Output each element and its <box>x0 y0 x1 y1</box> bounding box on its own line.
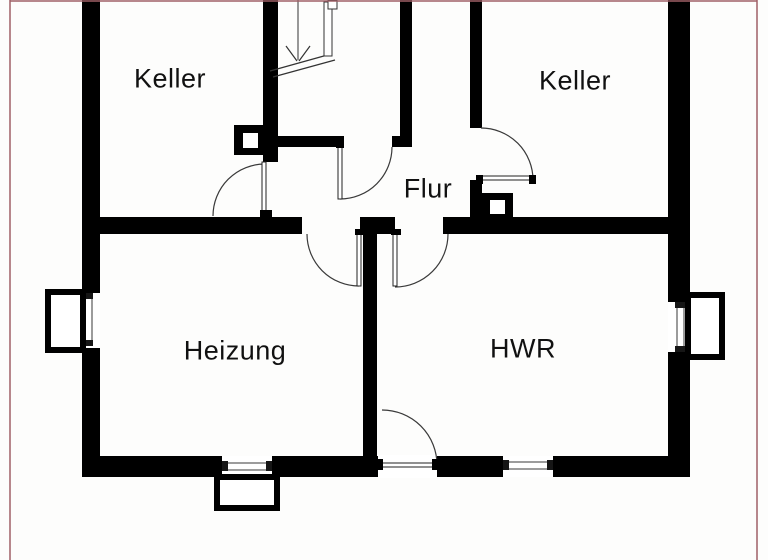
door-leaf <box>480 175 534 181</box>
door-swing-arc <box>306 233 360 287</box>
room-label-flur: Flur <box>403 173 453 204</box>
door-leaf <box>261 161 267 213</box>
page-border-frame <box>9 0 758 560</box>
room-label-hwr: HWR <box>490 333 556 364</box>
door-leaf <box>356 233 362 287</box>
door-swing-arc <box>339 146 393 200</box>
door-leaf <box>337 146 343 200</box>
doors-layer <box>212 127 536 470</box>
staircase-symbol <box>269 0 338 78</box>
door-leaf <box>392 233 398 287</box>
room-label-keller-right: Keller <box>538 65 612 96</box>
door-leaf <box>381 462 438 468</box>
room-label-keller-left: Keller <box>133 63 207 94</box>
door-swing-arc <box>381 409 438 466</box>
door-swing-arc <box>394 233 449 288</box>
room-label-heizung: Heizung <box>183 335 287 366</box>
door-swing-arc <box>212 163 266 217</box>
chimney-layer <box>234 125 513 220</box>
windows-layer <box>82 293 690 477</box>
light-wells-layer <box>45 289 725 511</box>
door-swing-arc <box>480 127 534 181</box>
